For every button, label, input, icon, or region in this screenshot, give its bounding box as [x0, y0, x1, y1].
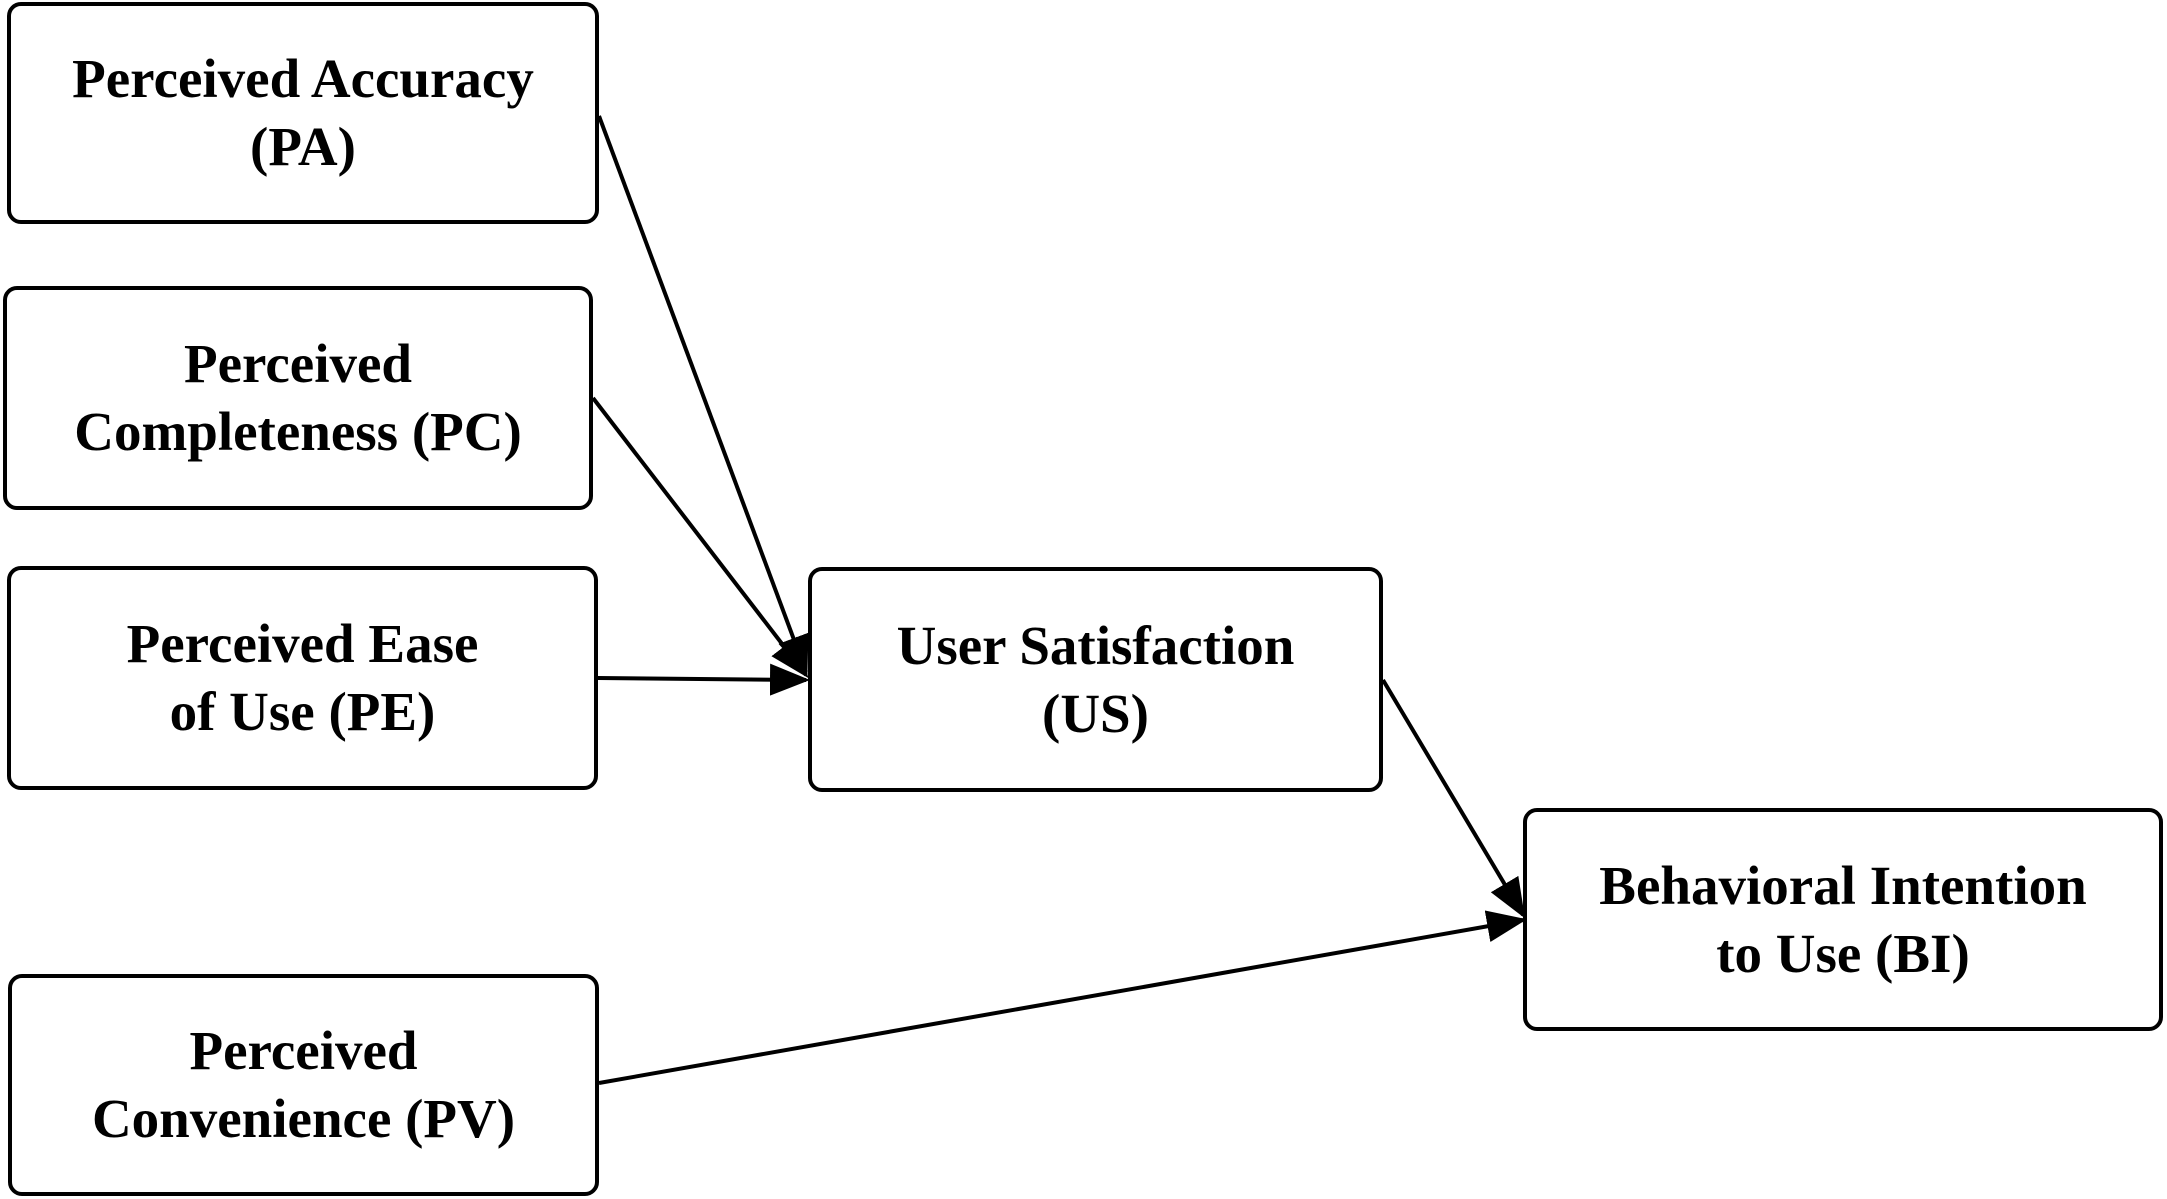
node-label-line: of Use (PE) — [169, 681, 436, 742]
node-perceived-ease-of-use: Perceived Ease of Use (PE) — [7, 566, 598, 790]
node-label-line: Perceived Ease — [126, 613, 479, 674]
edge-pv-to-bi — [598, 910, 1527, 1085]
node-label: User Satisfaction (US) — [897, 612, 1295, 748]
node-user-satisfaction: User Satisfaction (US) — [808, 567, 1383, 792]
edge-pe-to-us — [597, 663, 810, 696]
node-label: Perceived Ease of Use (PE) — [127, 610, 479, 746]
node-label-line: Completeness (PC) — [74, 401, 522, 462]
node-label-line: User Satisfaction — [896, 614, 1295, 676]
node-label-line: Perceived Accuracy — [72, 48, 534, 109]
edge-pa-to-us — [597, 115, 809, 676]
edge-us-to-bi — [1381, 678, 1526, 919]
node-label: Perceived Convenience (PV) — [92, 1017, 515, 1153]
node-label-line: to Use (BI) — [1716, 922, 1970, 984]
node-label-line: (PA) — [250, 116, 356, 177]
node-label: Behavioral Intention to Use (BI) — [1599, 852, 2086, 988]
node-behavioral-intention: Behavioral Intention to Use (BI) — [1523, 808, 2163, 1031]
node-label-line: Convenience (PV) — [91, 1088, 516, 1149]
node-label-line: Perceived — [189, 1020, 418, 1081]
node-label: Perceived Accuracy (PA) — [72, 45, 534, 181]
node-label-line: Perceived — [183, 333, 412, 394]
node-perceived-convenience: Perceived Convenience (PV) — [8, 974, 599, 1196]
node-label: Perceived Completeness (PC) — [74, 330, 522, 466]
node-perceived-accuracy: Perceived Accuracy (PA) — [7, 2, 599, 224]
node-label-line: Behavioral Intention — [1599, 854, 2087, 916]
node-perceived-completeness: Perceived Completeness (PC) — [3, 286, 593, 510]
node-label-line: (US) — [1042, 682, 1149, 744]
edge-pc-to-us — [591, 396, 809, 679]
